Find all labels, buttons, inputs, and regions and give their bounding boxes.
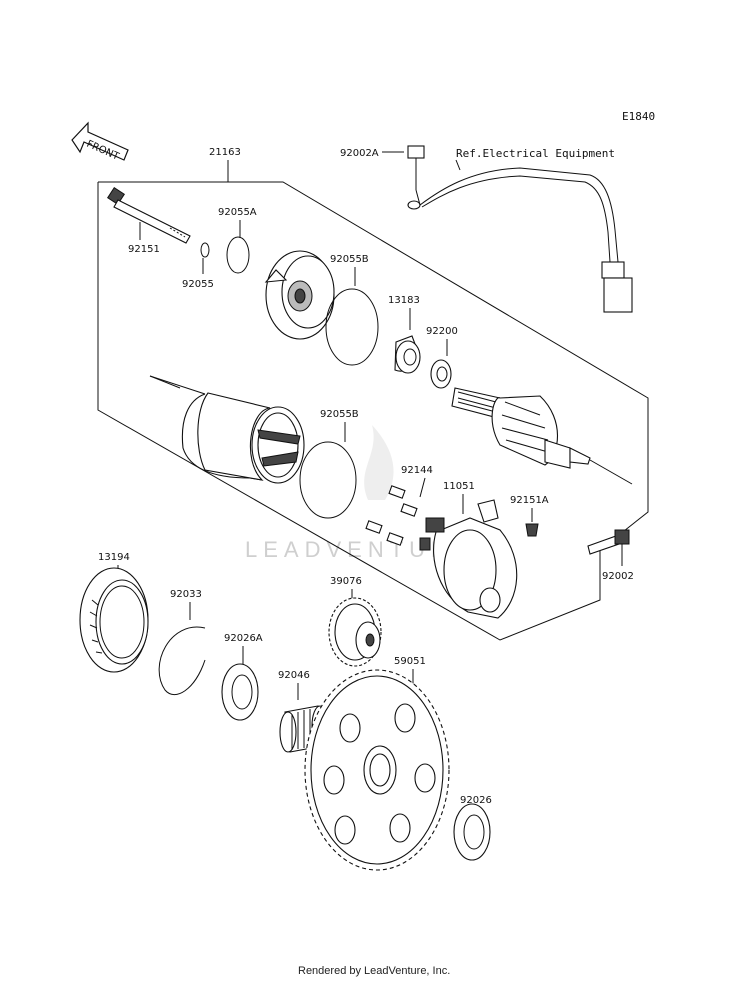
front-arrow-icon: FRONT xyxy=(71,121,129,163)
footer-credit: Rendered by LeadVenture, Inc. xyxy=(298,965,450,977)
o-ring-92055B-upper: 92055B xyxy=(325,254,379,366)
part-number-92151A: 92151A xyxy=(510,495,549,506)
washer-92200: 92200 xyxy=(426,326,458,389)
screw-92151A: 92151A xyxy=(510,495,549,537)
washer-92026: 92026 xyxy=(453,795,492,861)
bolt-92151: 92151 xyxy=(107,187,191,255)
part-number-92055A: 92055A xyxy=(218,207,257,218)
plate-13183: 13183 xyxy=(388,295,421,374)
starter-gear-59051: 59051 xyxy=(304,656,450,871)
part-number-13194: 13194 xyxy=(98,552,130,563)
part-number-39076: 39076 xyxy=(330,576,362,587)
callout-21163: 21163 xyxy=(209,147,241,158)
ref-electrical-label: Ref.Electrical Equipment xyxy=(456,147,615,160)
part-number-92033: 92033 xyxy=(170,589,202,600)
watermark-flame-icon xyxy=(364,425,394,500)
cable-assembly: 92002A Ref.Electrical Equipment xyxy=(340,145,633,313)
part-number-92055B-upper: 92055B xyxy=(330,254,369,265)
part-number-59051: 59051 xyxy=(394,656,426,667)
part-number-92151: 92151 xyxy=(128,244,160,255)
snap-ring-92033: 92033 xyxy=(158,589,206,696)
part-number-21163: 21163 xyxy=(209,147,241,158)
part-number-92002A: 92002A xyxy=(340,148,379,159)
part-number-92046: 92046 xyxy=(278,670,310,681)
clutch-13194: 13194 xyxy=(79,552,149,673)
part-number-13183: 13183 xyxy=(388,295,420,306)
connector-plug xyxy=(603,277,633,313)
o-ring-92055A: 92055A 92055 xyxy=(182,207,257,290)
rear-bracket-11051: 11051 xyxy=(419,481,518,619)
part-number-92026A: 92026A xyxy=(224,633,263,644)
part-number-92055: 92055 xyxy=(182,279,214,290)
yoke-housing xyxy=(149,375,305,484)
springs-92144: 92144 xyxy=(365,465,433,546)
part-number-92144: 92144 xyxy=(401,465,433,476)
bolt-92002A xyxy=(407,145,425,159)
part-number-92002: 92002 xyxy=(602,571,634,582)
washer-92026A: 92026A xyxy=(221,633,263,721)
armature xyxy=(149,375,633,485)
connector-block xyxy=(601,261,625,279)
front-bracket xyxy=(264,250,335,340)
diagram-code: E1840 xyxy=(622,110,655,123)
idler-gear-39076: 39076 xyxy=(328,576,382,667)
part-number-11051: 11051 xyxy=(443,481,475,492)
part-number-92200: 92200 xyxy=(426,326,458,337)
part-number-92055B-middle: 92055B xyxy=(320,409,359,420)
part-number-92026: 92026 xyxy=(460,795,492,806)
o-ring-92055B-middle: 92055B xyxy=(299,409,359,519)
bolt-92002: 92002 xyxy=(587,529,634,582)
